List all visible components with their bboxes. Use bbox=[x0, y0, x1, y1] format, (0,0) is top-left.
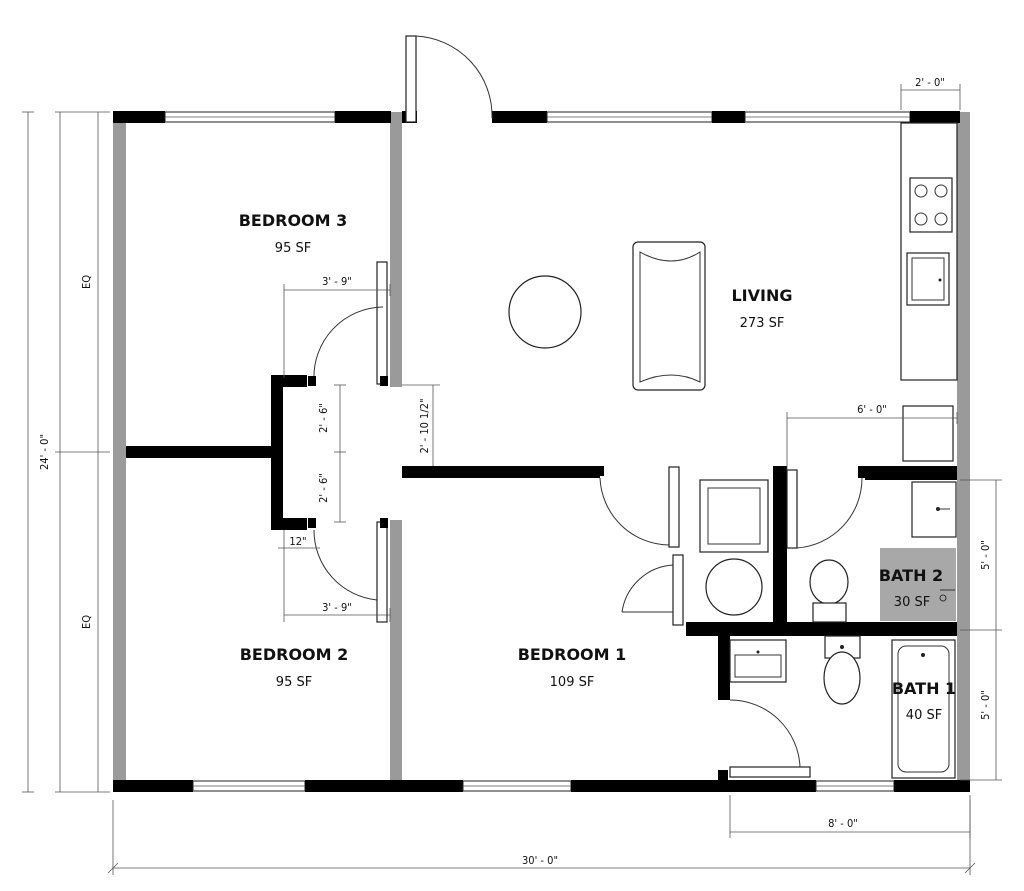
door-bath2[interactable] bbox=[786, 466, 866, 549]
exterior-wall-top bbox=[113, 111, 960, 123]
room-area-bedroom1: 109 SF bbox=[550, 675, 595, 690]
dim-bath-width bbox=[786, 412, 958, 470]
dim-text-hall-lower: 2' - 6" bbox=[317, 473, 330, 503]
armchair bbox=[699, 479, 769, 553]
dim-text-bath2-height: 5' - 0" bbox=[979, 540, 992, 570]
side-table bbox=[705, 558, 763, 616]
dim-bottom-right bbox=[729, 795, 971, 838]
room-area-living: 273 SF bbox=[740, 316, 785, 331]
dim-text-bottom-right: 8' - 0" bbox=[828, 817, 858, 830]
dim-bath-heights bbox=[960, 479, 1002, 781]
sofa bbox=[632, 241, 706, 391]
room-name-bath2: BATH 2 bbox=[879, 566, 943, 585]
bath1-sink bbox=[729, 639, 787, 683]
wall-bath1-left bbox=[718, 622, 730, 700]
wall-bath2-top bbox=[865, 466, 957, 480]
wall-bed1-top bbox=[402, 466, 600, 478]
room-name-bedroom3: BEDROOM 3 bbox=[239, 211, 348, 230]
door-bath1[interactable] bbox=[718, 699, 811, 780]
bath2-sink bbox=[911, 481, 957, 538]
door-bedroom1[interactable] bbox=[596, 466, 680, 548]
exterior-wall-left bbox=[113, 112, 126, 792]
kitchen-counter bbox=[900, 122, 958, 381]
bath2-highlight bbox=[880, 548, 956, 621]
dim-text-hall-upper: 2' - 6" bbox=[317, 403, 330, 433]
room-area-bedroom3: 95 SF bbox=[275, 241, 311, 256]
dim-text-eq-upper: EQ bbox=[80, 275, 93, 289]
room-name-living: LIVING bbox=[731, 286, 792, 305]
bath2-faucet-icon bbox=[939, 589, 955, 602]
bath1-toilet bbox=[823, 635, 861, 705]
room-name-bedroom2: BEDROOM 2 bbox=[240, 645, 349, 664]
dim-text-bath1-height: 5' - 0" bbox=[979, 690, 992, 720]
wall-bed2-bed1 bbox=[390, 520, 402, 792]
dim-text-bed2-door: 3' - 9" bbox=[322, 601, 352, 614]
door-bedroom2[interactable] bbox=[308, 518, 388, 623]
dining-table bbox=[508, 275, 582, 349]
wall-bed3-living bbox=[390, 112, 402, 387]
room-name-bedroom1: BEDROOM 1 bbox=[518, 645, 627, 664]
wall-bath2-left bbox=[773, 466, 787, 626]
dim-overall-height bbox=[22, 111, 110, 793]
dim-text-overall-width: 30' - 0" bbox=[522, 854, 558, 867]
dim-bed3-door bbox=[283, 284, 391, 378]
dim-bed2-door bbox=[278, 530, 391, 622]
door-bedroom3[interactable] bbox=[308, 261, 388, 386]
dim-text-closet: 12" bbox=[289, 535, 306, 548]
dim-text-top-right: 2' - 0" bbox=[915, 76, 945, 89]
exterior-wall-right bbox=[957, 112, 970, 792]
exterior-wall-bottom bbox=[113, 780, 970, 792]
dim-top-right bbox=[900, 84, 961, 110]
closet-walls bbox=[271, 375, 307, 530]
room-name-bath1: BATH 1 bbox=[892, 679, 956, 698]
dim-text-eq-lower: EQ bbox=[80, 615, 93, 629]
room-area-bath2: 30 SF bbox=[894, 595, 930, 610]
wall-between-baths bbox=[686, 622, 957, 636]
dim-text-bath-width: 6' - 0" bbox=[857, 403, 887, 416]
entry-door[interactable] bbox=[405, 35, 493, 123]
room-area-bedroom2: 95 SF bbox=[276, 675, 312, 690]
wall-bed3-bed2 bbox=[126, 446, 276, 458]
dim-text-overall-height: 24' - 0" bbox=[38, 434, 51, 470]
bath2-toilet bbox=[809, 559, 849, 623]
dim-hallway bbox=[334, 384, 440, 523]
room-area-bath1: 40 SF bbox=[906, 708, 942, 723]
dim-text-hall-width: 2' - 10 1/2" bbox=[418, 398, 431, 453]
refrigerator bbox=[902, 405, 954, 462]
door-closet-bedroom1[interactable] bbox=[621, 554, 684, 626]
dim-text-bed3-door: 3' - 9" bbox=[322, 275, 352, 288]
bath1-tub bbox=[891, 639, 956, 779]
